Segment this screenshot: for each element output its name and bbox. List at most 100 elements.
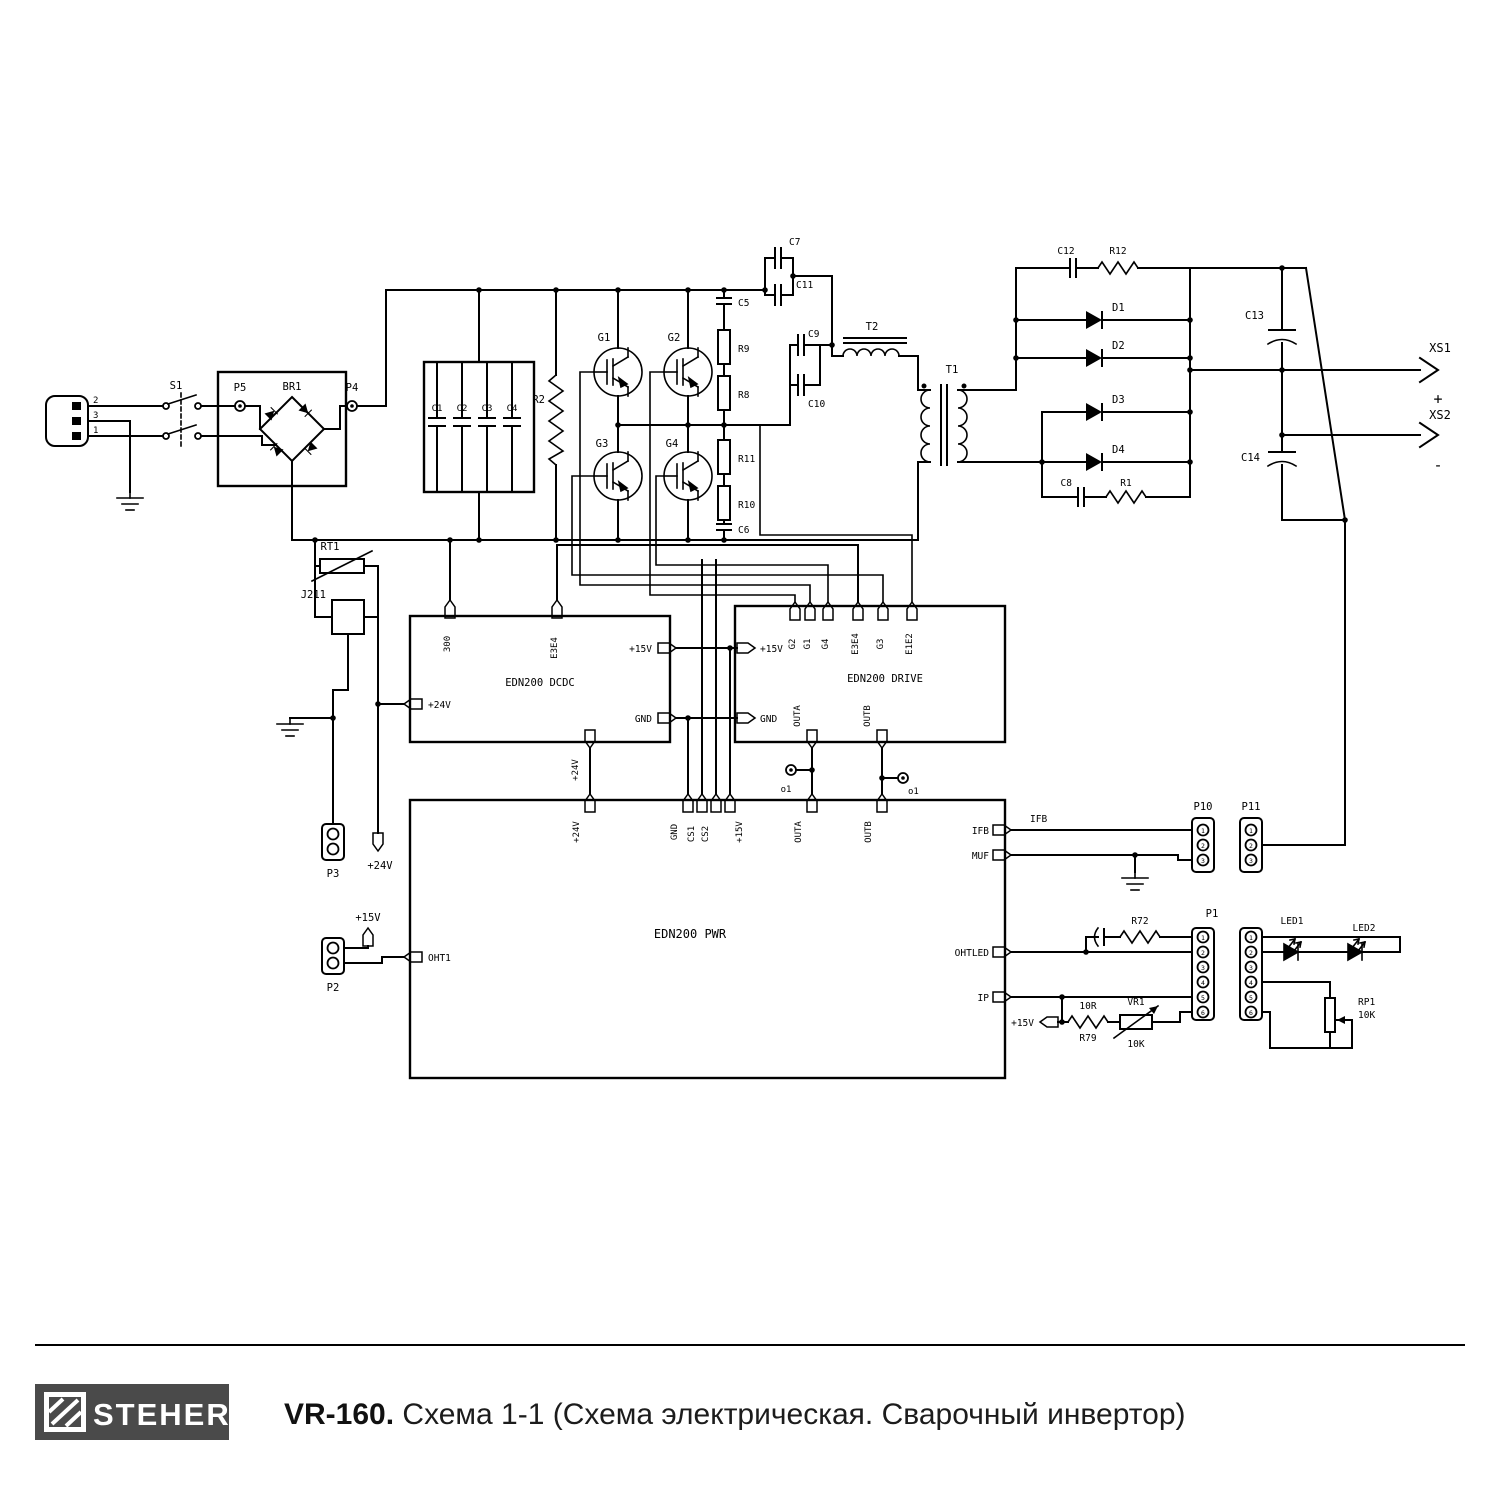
xs2-label: XS2 (1429, 408, 1451, 422)
c1-label: C1 (432, 404, 443, 414)
drawing-model: VR-160. (284, 1398, 394, 1431)
pwr-pin-cs1: CS1 (687, 826, 697, 842)
drive-name: EDN200 DRIVE (847, 673, 923, 685)
connector-p1-right (1239, 927, 1263, 1021)
p3-net-label: +24V (367, 860, 393, 872)
r8-label: R8 (738, 390, 750, 401)
pwr-pin-gnd: GND (670, 824, 680, 840)
pwr-pin-muf: MUF (972, 851, 989, 862)
c9-label: C9 (808, 329, 820, 340)
vr1-label: VR1 (1127, 997, 1144, 1008)
net-flag-15v-ip (1039, 1016, 1059, 1028)
net-flag-24v (372, 832, 384, 852)
t1-label: T1 (946, 364, 959, 376)
drive-pin-g3: G3 (876, 639, 886, 650)
block-edn200-drive (733, 601, 1007, 784)
c6-label: C6 (738, 525, 750, 536)
connector-p1-left (1191, 927, 1215, 1021)
ground-icon-muf (1121, 871, 1149, 891)
pwr-pin-ohtled: OHTLED (955, 948, 990, 959)
br1-label: BR1 (283, 381, 302, 393)
connector-p3 (321, 823, 345, 861)
p11-label: P11 (1242, 801, 1261, 813)
block-edn200-dcdc (403, 599, 677, 749)
current-set-network (1066, 1004, 1160, 1040)
output-snubbers (1069, 258, 1148, 507)
ac-plug (45, 395, 89, 447)
r79-value: 10R (1079, 1001, 1096, 1012)
transformer-t1 (920, 384, 968, 466)
g1-label: G1 (598, 332, 611, 344)
net-ifb-label: IFB (1030, 814, 1047, 825)
g2-label: G2 (668, 332, 681, 344)
pwr-pin-outb: OUTB (864, 821, 874, 843)
c8-label: C8 (1061, 478, 1073, 489)
brand-logo: STEHER (35, 1384, 231, 1440)
connector-p11 (1239, 817, 1263, 873)
r72-network (1093, 926, 1162, 948)
c7-label: C7 (789, 237, 800, 248)
vr1-value: 10K (1127, 1039, 1144, 1050)
c12-label: C12 (1057, 246, 1074, 257)
drive-tp-a: o1 (781, 785, 792, 795)
c11-label: C11 (796, 280, 813, 291)
r10-label: R10 (738, 500, 755, 511)
p1l-pin5: 5 (1201, 994, 1205, 1002)
dcdc-pin-gnd: GND (635, 714, 652, 725)
pwr-pin-oht1: OHT1 (428, 953, 451, 964)
dcdc-pin-24v: +24V (428, 700, 451, 711)
terminal-xs1 (1418, 356, 1440, 384)
drive-pin-g4: G4 (821, 639, 831, 650)
dcdc-pin-300: 300 (443, 636, 453, 652)
led2-label: LED2 (1353, 923, 1376, 934)
p3-label: P3 (327, 868, 340, 880)
thermistor-rt1 (310, 549, 374, 583)
transformer-t2 (831, 337, 907, 357)
p2-label: P2 (327, 982, 340, 994)
dcdc-pin-15v: +15V (629, 644, 652, 655)
connector-p2 (321, 937, 345, 975)
drive-pin-15v: +15V (760, 644, 783, 655)
earth-ground-icon (116, 491, 144, 511)
pwr-pin-24v: +24V (572, 821, 582, 843)
p2-net-label: +15V (355, 912, 381, 924)
net-flag-15v (362, 927, 374, 947)
plug-pin1-label: 1 (93, 426, 98, 436)
p10-pin3: 3 (1201, 857, 1205, 865)
rp1-label: RP1 (1358, 997, 1375, 1008)
p1l-pin1: 1 (1201, 934, 1205, 942)
switch-s1 (162, 392, 202, 447)
p4-label: P4 (346, 382, 359, 394)
net-15v-ip-label: +15V (1011, 1018, 1034, 1029)
plug-pin3-label: 3 (93, 411, 98, 421)
bridge-rectifier-br1 (216, 370, 358, 488)
igbt-g4 (663, 451, 713, 501)
terminal-xs2 (1418, 421, 1440, 449)
igbt-g3 (593, 451, 643, 501)
drive-pin-outb: OUTB (863, 705, 873, 727)
labels: 2 3 1 S1 P5 BR1 P4 C1 C2 C3 C4 R2 G1 G2 … (93, 237, 1451, 1050)
p1r-pin1: 1 (1249, 934, 1253, 942)
pwr-pin-ip: IP (978, 993, 990, 1004)
drawing-title: VR-160. Схема 1-1 (Схема электрическая. … (284, 1398, 1186, 1431)
pwr-pin-ifb: IFB (972, 826, 989, 837)
p1l-pin4: 4 (1201, 979, 1205, 987)
resonant-caps (774, 247, 805, 396)
c5-label: C5 (738, 298, 749, 309)
r72-label: R72 (1131, 916, 1148, 927)
dcdc-pin-e3e4: E3E4 (550, 637, 560, 659)
drawing-caption: Схема 1-1 (Схема электрическая. Сварочны… (394, 1398, 1185, 1431)
s1-label: S1 (170, 380, 183, 392)
r11-label: R11 (738, 454, 755, 465)
c13-label: C13 (1245, 310, 1264, 322)
brand-name: STEHER (93, 1397, 231, 1432)
t2-label: T2 (866, 321, 879, 333)
diode-d3 (1085, 402, 1103, 422)
g3-label: G3 (596, 438, 609, 450)
minus-label: - (1433, 456, 1442, 474)
c4-label: C4 (507, 404, 518, 414)
drive-pin-e3e4: E3E4 (851, 633, 861, 655)
diode-d2 (1085, 348, 1103, 368)
p1l-pin6: 6 (1201, 1009, 1205, 1017)
